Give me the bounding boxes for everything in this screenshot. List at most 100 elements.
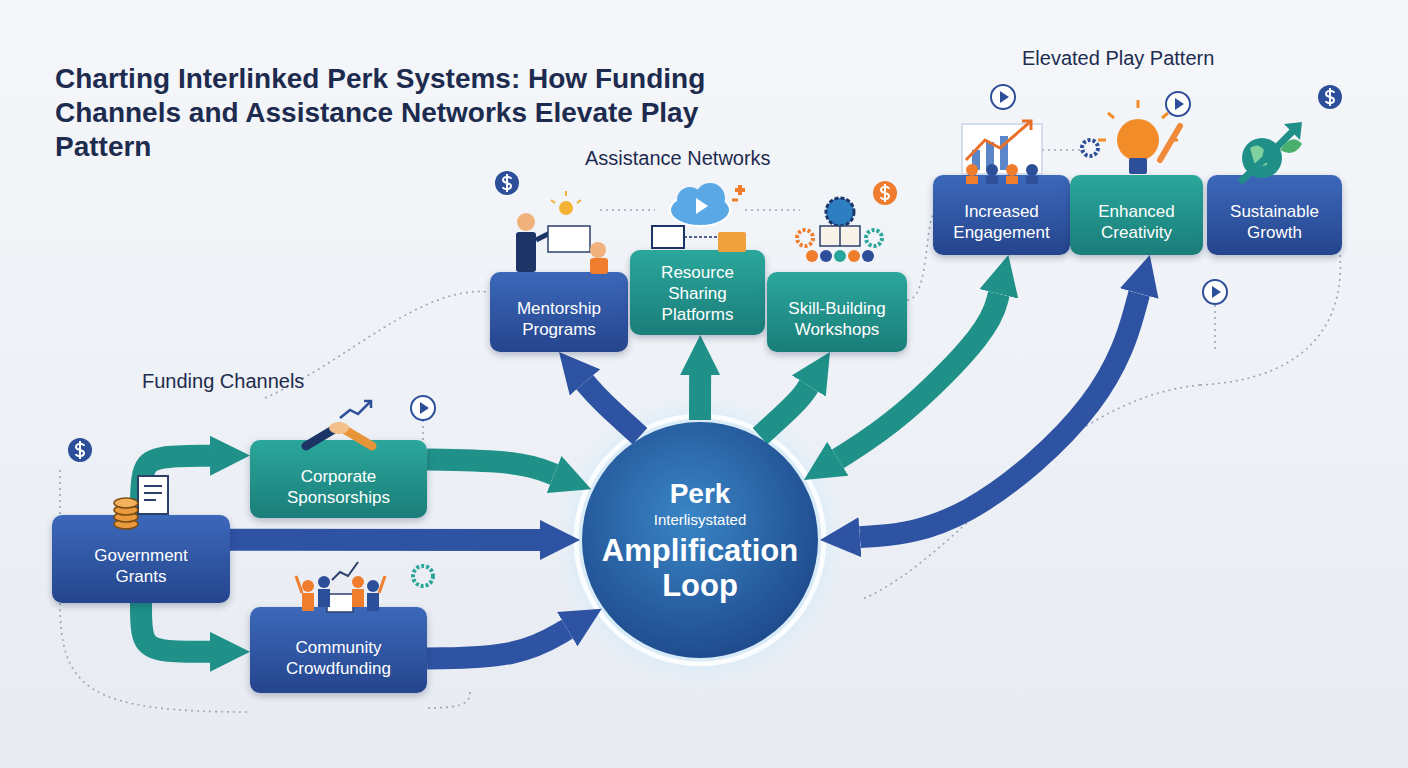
decor-circle xyxy=(848,250,860,262)
decor-circle xyxy=(550,390,850,690)
decor-circle xyxy=(367,580,379,592)
loop-circle: PerkInterlisystatedAmplification Loop xyxy=(580,420,820,660)
decor-path xyxy=(839,226,841,246)
decor-use xyxy=(495,171,519,195)
node-text: Skill-Building Workshops xyxy=(775,298,899,340)
dollar-badge xyxy=(68,85,1342,462)
node-text: Corporate Sponsorships xyxy=(266,466,411,508)
flow-arrow xyxy=(427,460,554,475)
circle-fill xyxy=(582,422,818,658)
decor-path xyxy=(1022,121,1031,130)
decor-path xyxy=(551,191,581,203)
flow-arrow xyxy=(585,382,640,436)
decor-use xyxy=(1318,85,1342,109)
assistance-box: Resource Sharing Platforms xyxy=(630,250,765,335)
decor-use xyxy=(68,438,92,462)
decor-circle xyxy=(352,576,364,588)
flow-arrow xyxy=(141,456,210,515)
mentor-icon xyxy=(516,191,608,274)
decor-circle xyxy=(590,242,606,258)
decor-path xyxy=(1098,100,1178,140)
crowd-icon xyxy=(296,562,385,612)
decor-circle xyxy=(866,230,882,246)
decor-ellipse xyxy=(114,505,138,515)
decor-circle xyxy=(576,416,824,664)
decor-rect xyxy=(718,232,746,252)
decor-rect xyxy=(1000,136,1008,170)
node-text: Interlisystated xyxy=(654,510,747,529)
decor-polyline xyxy=(966,122,1030,160)
flow-arrow xyxy=(141,603,210,652)
decor-path xyxy=(735,185,745,195)
section-label: Assistance Networks xyxy=(585,147,771,170)
decor-polyline xyxy=(340,402,370,418)
decor-path xyxy=(1250,145,1268,166)
decor-path xyxy=(60,603,250,712)
decor-path xyxy=(1214,305,1216,350)
globe-icon xyxy=(1240,122,1302,182)
decor-polyline xyxy=(332,562,358,580)
play-badge xyxy=(411,85,1227,420)
decor-rect xyxy=(1129,158,1147,174)
decor-circle xyxy=(1082,140,1098,156)
decor-path xyxy=(745,209,800,211)
decor-circle xyxy=(677,187,703,213)
decor-path xyxy=(296,576,385,593)
node-text: Sustainable Growth xyxy=(1215,201,1334,243)
decor-use xyxy=(1203,280,1227,304)
decor-circle xyxy=(862,250,874,262)
decor-path xyxy=(1042,149,1085,151)
funding-box: Community Crowdfunding xyxy=(250,607,427,693)
node-text: Perk xyxy=(670,478,731,510)
lightbulb-icon xyxy=(1098,100,1180,174)
decor-circle xyxy=(413,566,433,586)
node-text: Increased Engagement xyxy=(941,201,1062,243)
decor-use xyxy=(1166,92,1190,116)
decor-circle xyxy=(517,213,535,231)
connector-dots xyxy=(60,150,1340,712)
node-text: Community Crowdfunding xyxy=(266,637,411,679)
decor-path xyxy=(144,486,162,500)
decor-path xyxy=(1160,126,1180,160)
node-text: Mentorship Programs xyxy=(498,298,620,340)
decor-use xyxy=(873,181,897,205)
decor-path xyxy=(696,198,708,214)
decor-path xyxy=(59,470,61,515)
decor-ellipse xyxy=(114,498,138,508)
node-text: Government Grants xyxy=(76,545,206,587)
decor-ellipse xyxy=(670,194,730,226)
decor-rect xyxy=(516,232,536,272)
decor-rect xyxy=(138,476,168,514)
decor-path xyxy=(428,690,470,708)
decor-circle xyxy=(302,580,314,592)
decor-rect xyxy=(318,589,330,607)
decor-rect xyxy=(352,589,364,607)
flow-arrow xyxy=(689,375,711,420)
decor-path xyxy=(1284,122,1302,140)
decor-rect xyxy=(962,124,1042,174)
section-label: Elevated Play Pattern xyxy=(1022,47,1214,70)
node-text: Amplification Loop xyxy=(600,533,800,603)
flow-arrow xyxy=(427,629,567,658)
decor-circle xyxy=(806,250,818,262)
decor-rect xyxy=(820,226,860,246)
funding-box: Corporate Sponsorships xyxy=(250,440,427,518)
decor-path xyxy=(1200,255,1340,385)
decor-path xyxy=(907,215,933,300)
decor-circle xyxy=(826,198,854,226)
decor-path xyxy=(364,401,371,408)
decor-rect xyxy=(972,150,980,170)
decor-path xyxy=(422,420,424,440)
node-text: Resource Sharing Platforms xyxy=(640,262,755,325)
decor-use xyxy=(411,396,435,420)
decor-path xyxy=(1280,139,1302,153)
workshop-icon xyxy=(797,198,882,262)
decor-circle xyxy=(797,230,813,246)
node-text: Enhanced Creativity xyxy=(1078,201,1195,243)
outcome-box: Increased Engagement xyxy=(933,175,1070,255)
decor-circle xyxy=(1242,138,1282,178)
decor-circle xyxy=(1117,119,1159,161)
decor-circle xyxy=(318,576,330,588)
decor-rect xyxy=(652,226,684,248)
decor-rect xyxy=(548,226,590,252)
